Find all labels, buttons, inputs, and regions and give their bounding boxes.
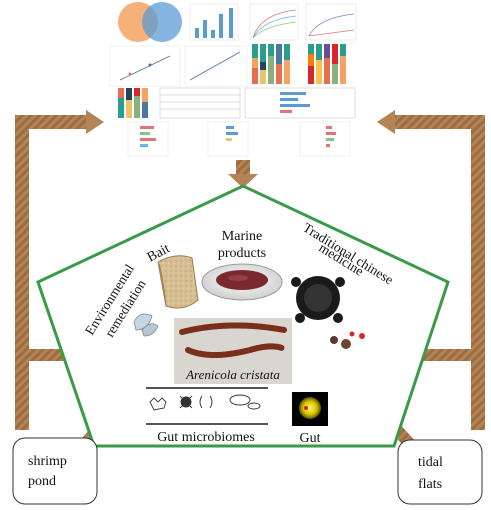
tidal-flats-box: tidal flats: [397, 439, 483, 505]
dried-worm-icon: [291, 276, 365, 349]
stacked-bar-thumb-2-icon: [308, 44, 346, 84]
shrimp-pond-line1: shrimp: [28, 454, 67, 469]
species-label: Arenicola cristata: [185, 367, 280, 382]
stacked-bar-thumb-3-icon: [118, 88, 148, 118]
application-pentagon: [36, 184, 450, 448]
dish-icon: [201, 263, 283, 301]
stacked-bar-thumb-icon: [252, 44, 290, 84]
shell-icon: [133, 313, 159, 337]
tidal-flats-line1: tidal: [418, 455, 443, 470]
scatter-thumb-icon: [109, 45, 248, 87]
shrimp-pond-box: shrimp pond: [12, 437, 98, 505]
gut-microbiomes-label: Gut microbiomes: [157, 430, 255, 445]
down-arrow: [228, 160, 258, 188]
bar-chart-thumb-icon: [189, 3, 239, 41]
marine-products-label-line1: Marine: [222, 229, 262, 244]
curve-thumb-icon: [249, 3, 357, 41]
venn-diagram-icon: [118, 2, 182, 42]
tidal-flats-line2: flats: [418, 477, 442, 492]
shrimp-pond-line2: pond: [28, 474, 56, 489]
table-thumb-icon: [159, 87, 356, 119]
marine-products-label-line2: products: [218, 246, 266, 261]
worm-photo-icon: [174, 318, 292, 384]
gut-glow-icon: [292, 392, 328, 426]
analysis-figure-collage-icon: [109, 2, 357, 157]
bacteria-icon: [149, 394, 261, 411]
scroll-bait-icon: [157, 255, 199, 309]
gut-label: Gut: [300, 431, 321, 446]
lefse-thumb-icon: [127, 121, 351, 157]
